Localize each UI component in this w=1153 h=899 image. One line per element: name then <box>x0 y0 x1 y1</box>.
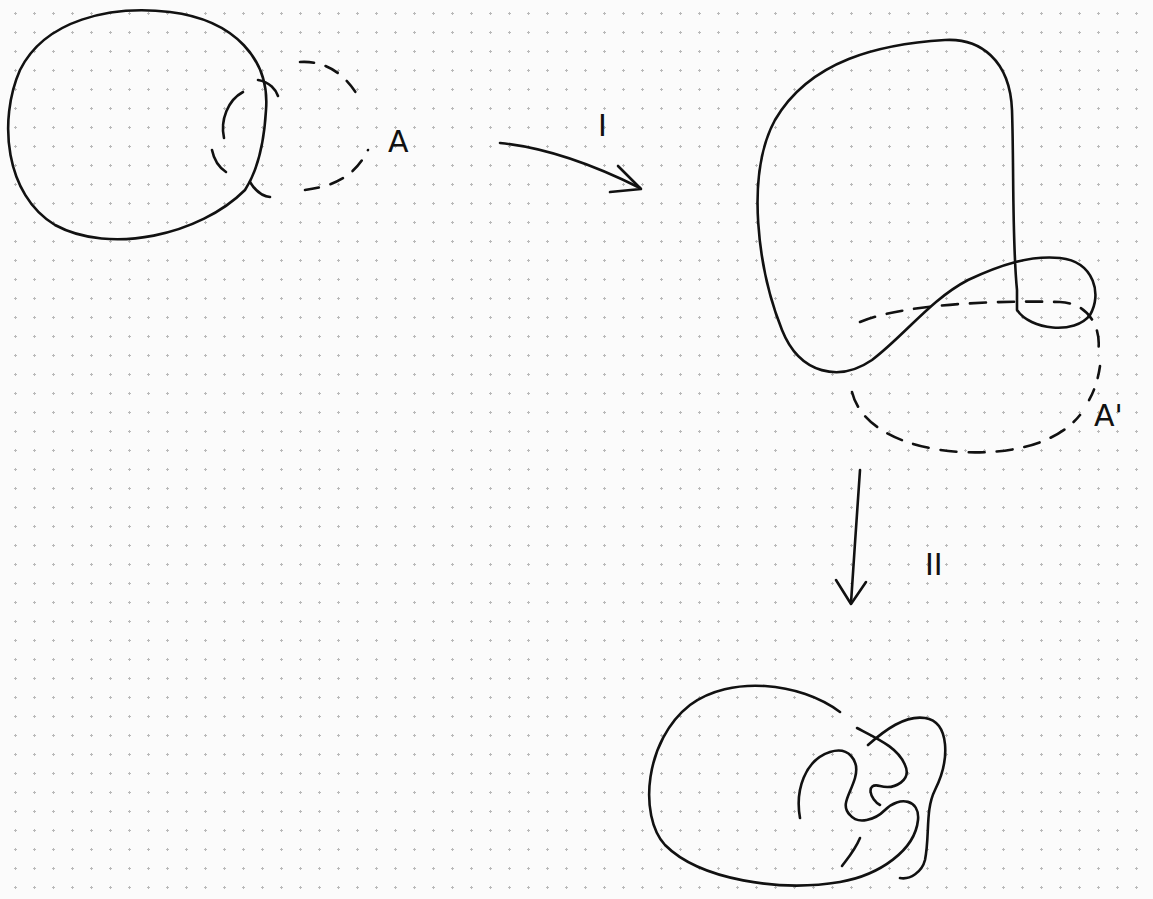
result-curve <box>842 838 860 866</box>
annulus-label: A <box>388 127 409 157</box>
annulus-dashed <box>1088 366 1100 402</box>
annulus-label: A' <box>1094 401 1123 431</box>
unknot-curve <box>8 10 266 239</box>
annulus-dashed <box>300 62 360 100</box>
arrow-head <box>836 580 866 604</box>
result-curve <box>868 718 945 879</box>
annulus-edge <box>258 80 278 96</box>
annulus-dashed <box>860 302 1099 352</box>
result-curve <box>649 686 918 886</box>
annulus-edge <box>250 182 270 197</box>
annulus-dashed <box>305 150 368 190</box>
annulus-edge <box>212 150 226 172</box>
modified-curve <box>758 40 1096 372</box>
result-curve <box>857 728 907 805</box>
move-label: II <box>925 550 943 580</box>
annulus-dashed <box>852 392 1080 452</box>
move-label: I <box>598 111 607 141</box>
move-arrow <box>851 470 860 603</box>
arrow-head <box>610 166 641 192</box>
annulus-edge <box>223 92 243 138</box>
